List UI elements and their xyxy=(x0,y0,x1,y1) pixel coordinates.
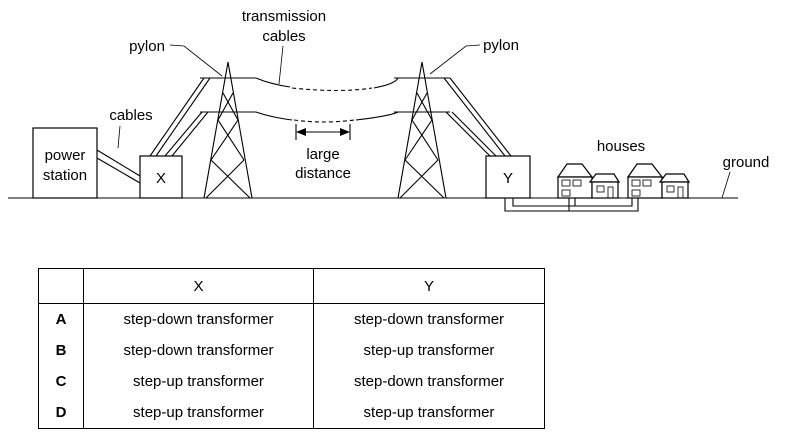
large-distance-label-line1: large xyxy=(306,146,339,163)
ground-label-leader xyxy=(721,171,731,199)
transformer-x-box xyxy=(139,155,183,199)
row-option: B xyxy=(38,335,84,366)
pylon-right-leader xyxy=(429,44,481,75)
houses-label: houses xyxy=(597,138,645,155)
pylon-left-leader xyxy=(169,44,223,77)
transmission-label-line2: cables xyxy=(262,28,305,45)
row-x-value: step-down transformer xyxy=(83,303,314,335)
left-pylon xyxy=(200,61,256,199)
header-x: X xyxy=(83,268,314,304)
cables-label-leader xyxy=(117,125,121,149)
transmission-cables xyxy=(255,77,399,123)
transformer-y-box xyxy=(485,155,531,199)
large-distance-arrow xyxy=(295,124,351,140)
power-station-box xyxy=(32,127,98,199)
cables-label: cables xyxy=(109,107,152,124)
transformer-x-label: X xyxy=(156,170,166,187)
row-y-value: step-down transformer xyxy=(313,303,545,335)
row-x-value: step-up transformer xyxy=(83,366,314,397)
power-station-label-line2: station xyxy=(43,167,87,184)
right-pylon xyxy=(394,61,450,199)
ground-label: ground xyxy=(723,154,770,171)
table-row: B step-down transformer step-up transfor… xyxy=(38,335,545,366)
row-y-value: step-down transformer xyxy=(313,366,545,397)
station-cables xyxy=(96,149,141,184)
transmission-label-leader xyxy=(278,45,284,85)
house-1 xyxy=(556,163,621,199)
table-header-row: X Y xyxy=(38,268,545,304)
row-y-value: step-up transformer xyxy=(313,397,545,429)
pylon-left-label: pylon xyxy=(129,38,165,55)
large-distance-label-line2: distance xyxy=(295,165,351,182)
table-row: C step-up transformer step-down transfor… xyxy=(38,366,545,397)
answer-table: X Y A step-down transformer step-down tr… xyxy=(38,268,545,429)
row-option: A xyxy=(38,303,84,335)
table-row: D step-up transformer step-up transforme… xyxy=(38,397,545,429)
row-x-value: step-down transformer xyxy=(83,335,314,366)
row-y-value: step-up transformer xyxy=(313,335,545,366)
underground-cables xyxy=(504,198,639,212)
row-option: D xyxy=(38,397,84,429)
house-2 xyxy=(626,163,691,199)
header-y: Y xyxy=(313,268,545,304)
table-row: A step-down transformer step-down transf… xyxy=(38,303,545,335)
transmission-label-line1: transmission xyxy=(242,8,326,25)
pylon-to-y-cables xyxy=(443,77,512,157)
header-option xyxy=(38,268,84,304)
power-station-label-line1: power xyxy=(45,147,86,164)
x-to-pylon-cables xyxy=(149,77,211,157)
row-x-value: step-up transformer xyxy=(83,397,314,429)
transformer-y-label: Y xyxy=(503,170,513,187)
pylon-right-label: pylon xyxy=(483,37,519,54)
row-option: C xyxy=(38,366,84,397)
